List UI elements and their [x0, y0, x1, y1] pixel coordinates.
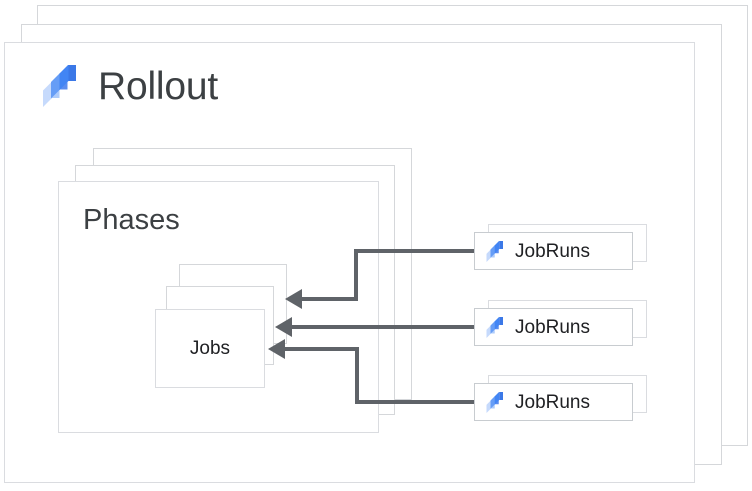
- rollout-header: Rollout: [40, 65, 218, 107]
- jobrun-logo-icon: [485, 316, 506, 338]
- phases-label: Phases: [83, 204, 180, 236]
- jobs-label: Jobs: [189, 337, 231, 359]
- jobrun-logo-icon: [485, 391, 506, 413]
- jobruns-label-3: JobRuns: [515, 391, 590, 413]
- jobruns-label-2: JobRuns: [515, 316, 590, 338]
- jobruns-card-front-3[interactable]: JobRuns: [474, 383, 633, 421]
- jobrun-logo-icon: [485, 240, 506, 262]
- jobruns-card-front-1[interactable]: JobRuns: [474, 232, 633, 270]
- rollout-logo-icon: [40, 65, 82, 107]
- jobs-card-front: [155, 309, 265, 388]
- page-title: Rollout: [98, 64, 218, 108]
- jobruns-label-1: JobRuns: [515, 240, 590, 262]
- jobruns-card-front-2[interactable]: JobRuns: [474, 308, 633, 346]
